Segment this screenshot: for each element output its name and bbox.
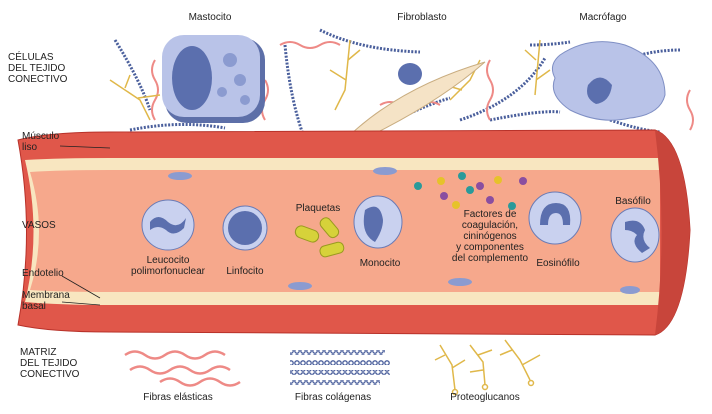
- label-factores: Factores de coagulación, cininógenos y c…: [452, 209, 528, 264]
- label-monocito: Monocito: [359, 258, 401, 269]
- label-line: Factores de: [463, 209, 517, 220]
- proteoglycans-top: [109, 39, 551, 121]
- label-line: basal: [22, 301, 46, 312]
- label-line: cininógenos: [463, 231, 517, 242]
- blood-vessel: [17, 129, 691, 336]
- blood-cells: [141, 172, 660, 263]
- label-linfocito: Linfocito: [226, 266, 264, 277]
- section-label-matrix: MATRIZ DEL TEJIDO CONECTIVO: [20, 347, 79, 380]
- macrophage: [551, 41, 666, 121]
- mast-cell: [162, 35, 265, 123]
- label-fibroblasto: Fibroblasto: [397, 12, 447, 23]
- coagulation-factor-particles: [414, 172, 527, 210]
- leader-lines: [59, 145, 111, 306]
- label-line: Músculo: [22, 131, 60, 142]
- label-mastocito: Mastocito: [188, 12, 232, 23]
- section-label-vessels: VASOS: [22, 220, 56, 231]
- label-musculo-liso: Músculo liso: [22, 131, 59, 153]
- label-endotelio: Endotelio: [22, 268, 64, 279]
- collagen-fibers: [290, 350, 390, 385]
- label-line: DEL TEJIDO: [8, 63, 66, 74]
- label-line: MATRIZ: [20, 347, 57, 358]
- label-line: y componentes: [456, 242, 524, 253]
- label-plaquetas: Plaquetas: [295, 203, 341, 214]
- label-membrana-basal: Membrana basal: [22, 290, 70, 312]
- label-line: DEL TEJIDO: [20, 358, 78, 369]
- label-line: CONECTIVO: [20, 369, 80, 380]
- label-leucocito-polimorfonuclear: Leucocito polimorfonuclear: [131, 255, 205, 277]
- proteoglycans: [434, 339, 541, 396]
- label-line: CÉLULAS: [8, 52, 54, 63]
- label-line: Membrana: [22, 290, 70, 301]
- label-line: del complemento: [451, 253, 529, 264]
- label-line: liso: [22, 142, 38, 153]
- label-line: CONECTIVO: [8, 74, 68, 85]
- section-label-cells: CÉLULAS DEL TEJIDO CONECTIVO: [8, 52, 67, 85]
- label-line: coagulación,: [461, 220, 519, 231]
- label-line: Leucocito: [146, 255, 190, 266]
- label-macrofago: Macrófago: [579, 12, 627, 23]
- label-proteoglucanos: Proteoglucanos: [450, 392, 520, 403]
- label-fibras-colagenas: Fibras colágenas: [294, 392, 372, 403]
- label-line: polimorfonuclear: [131, 266, 205, 277]
- elastic-fibers: [124, 350, 241, 387]
- fibroblast: [333, 61, 486, 151]
- label-fibras-elasticas: Fibras elásticas: [143, 392, 213, 403]
- label-basofilo: Basófilo: [615, 196, 651, 207]
- label-eosinofilo: Eosinófilo: [536, 258, 580, 269]
